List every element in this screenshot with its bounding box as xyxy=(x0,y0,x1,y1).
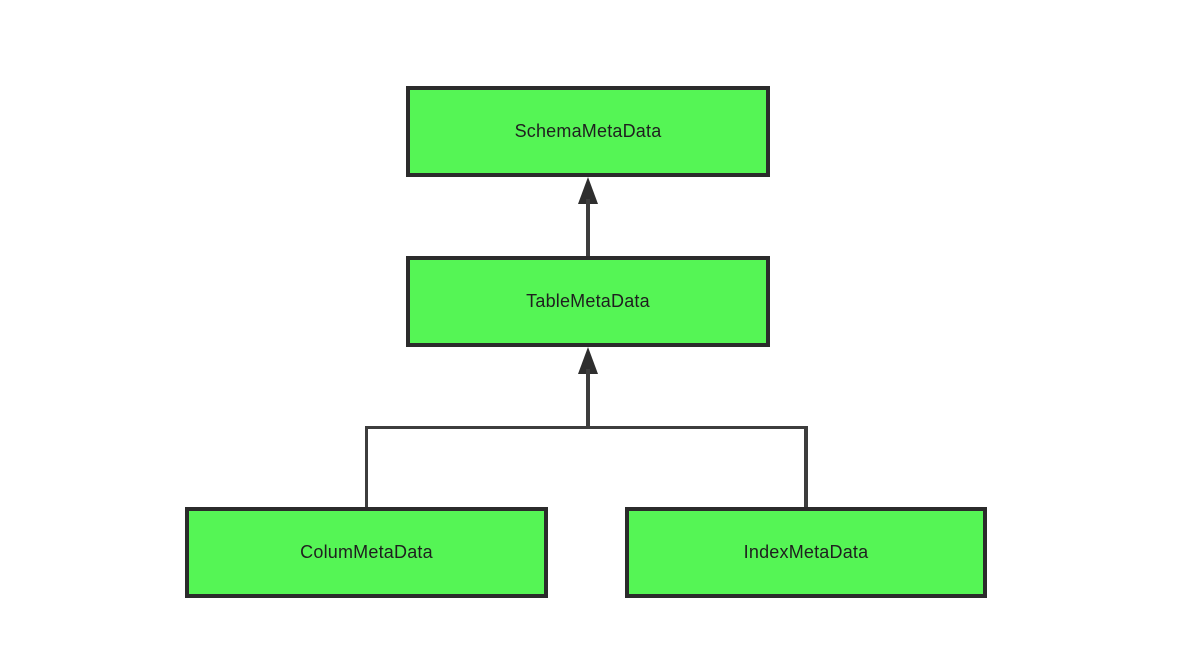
node-indexmetadata[interactable]: IndexMetaData xyxy=(625,507,987,598)
arrow-up-icon xyxy=(578,177,598,204)
node-indexmetadata-label: IndexMetaData xyxy=(743,542,869,562)
edge-branch-to-table-line xyxy=(586,369,590,427)
node-tablemetadata-label: TableMetaData xyxy=(526,291,650,311)
edge-index-branch-line xyxy=(804,427,808,507)
node-schemametadata-label: SchemaMetaData xyxy=(514,121,662,141)
node-tablemetadata[interactable]: TableMetaData xyxy=(406,256,770,347)
edge-colum-branch-line xyxy=(364,427,369,507)
node-colummetadata-label: ColumMetaData xyxy=(300,542,433,562)
edge-table-to-schema-line xyxy=(586,199,590,256)
node-schemametadata[interactable]: SchemaMetaData xyxy=(406,86,770,177)
arrow-up-icon xyxy=(578,347,598,374)
branch-rail-line xyxy=(364,425,808,429)
node-colummetadata[interactable]: ColumMetaData xyxy=(185,507,548,598)
